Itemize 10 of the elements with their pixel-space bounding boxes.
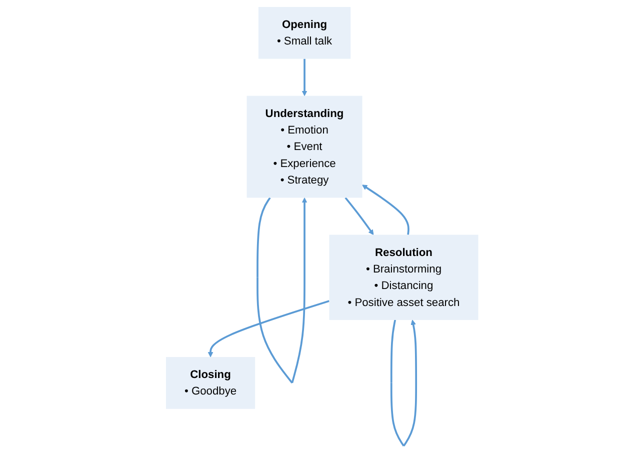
arrow [390, 320, 417, 446]
node-box: Closing • Goodbye [166, 357, 255, 409]
arrow [208, 300, 330, 358]
node-box: Resolution • Brainstorming • Distancing • Positive asset search [329, 234, 478, 320]
arrow [256, 197, 308, 384]
arrow [344, 197, 374, 236]
node-box: Opening • Small talk [258, 6, 350, 59]
arrow [302, 58, 308, 96]
node-box: Understanding • Emotion • Event • Experience • Strategy [246, 96, 362, 198]
arrow [362, 184, 410, 235]
